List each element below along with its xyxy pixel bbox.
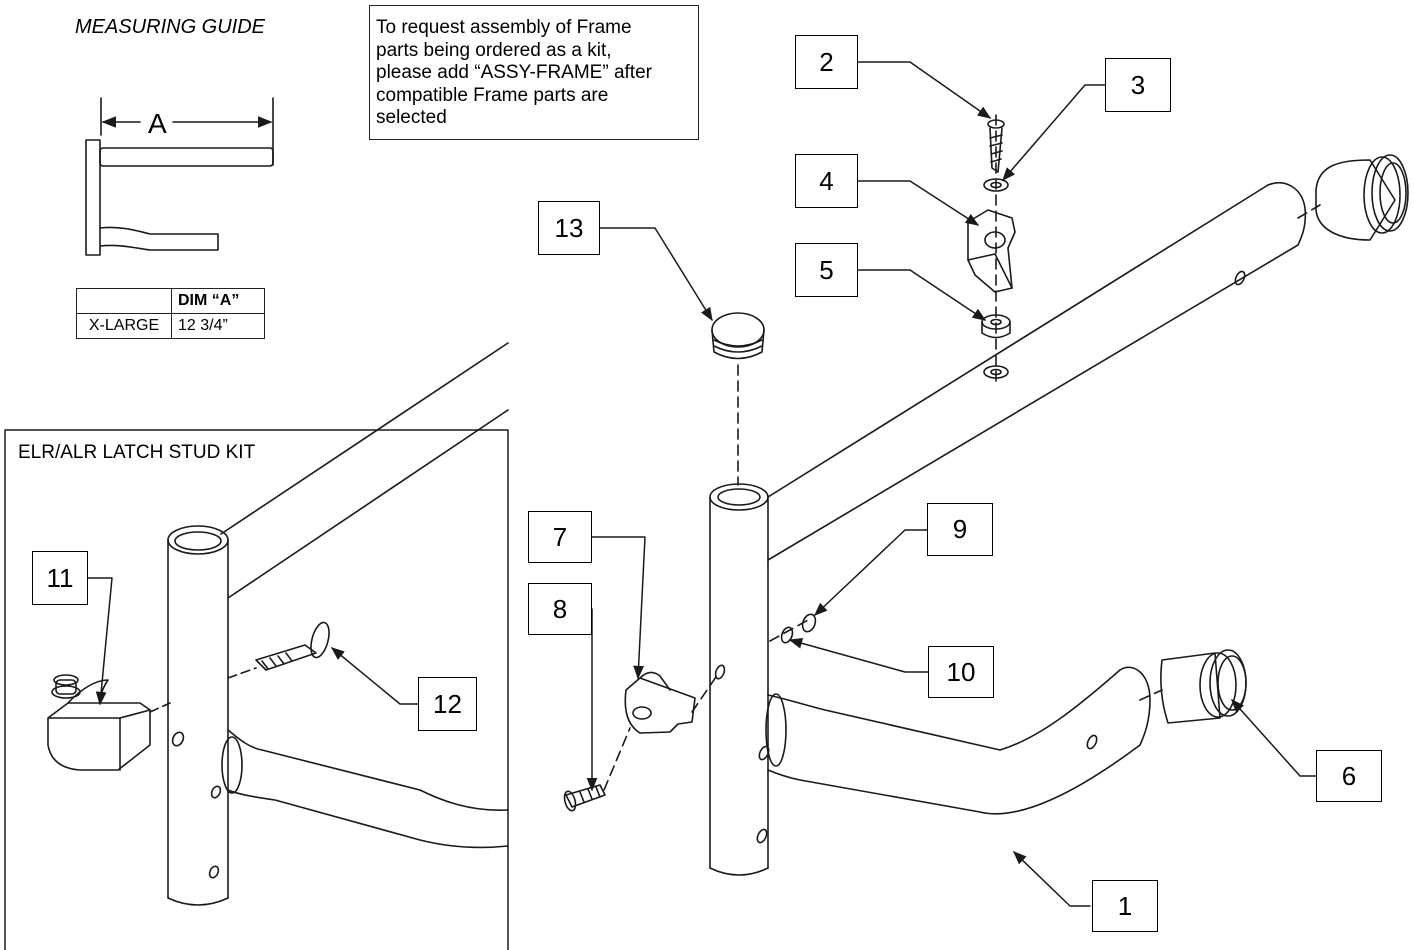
callout-6: 6 [1316, 750, 1382, 802]
callout-5: 5 [795, 243, 858, 297]
inset-frame [4, 429, 509, 950]
callout-7: 7 [528, 511, 592, 563]
callout-2: 2 [795, 35, 858, 89]
table-header-cell [76, 288, 172, 314]
table-cell: X-LARGE [76, 313, 172, 339]
callout-11: 11 [32, 551, 88, 605]
callout-12: 12 [418, 677, 477, 731]
assembly-note-box: To request assembly of Frame parts being… [369, 5, 699, 140]
callout-10: 10 [928, 646, 994, 698]
callout-8: 8 [528, 583, 592, 635]
note-line: parts being ordered as a kit, [376, 39, 612, 61]
leader-lines [87, 61, 1317, 907]
callout-3: 3 [1105, 58, 1171, 112]
note-line: please add “ASSY-FRAME” after [376, 62, 652, 83]
note-line: selected [376, 107, 447, 128]
table-cell: 12 3/4” [171, 313, 265, 339]
dim-letter: A [148, 108, 167, 139]
measuring-guide-title: MEASURING GUIDE [75, 16, 266, 38]
table-row: DIM “A” [76, 288, 265, 314]
inset-title: ELR/ALR LATCH STUD KIT [18, 442, 256, 463]
dimension-table: DIM “A” X-LARGE 12 3/4” [76, 288, 265, 339]
table-header-cell: DIM “A” [171, 288, 265, 314]
callout-1: 1 [1092, 880, 1158, 932]
callout-13: 13 [538, 201, 600, 255]
note-line: To request assembly of Frame [376, 17, 632, 38]
main-frame-drawing [563, 114, 1409, 876]
table-row: X-LARGE 12 3/4” [76, 313, 265, 339]
callout-9: 9 [927, 503, 993, 556]
measuring-guide-sketch [85, 97, 274, 256]
inset-frame-drawing [47, 342, 509, 906]
note-line: compatible Frame parts are [376, 84, 609, 106]
callout-4: 4 [795, 154, 858, 208]
